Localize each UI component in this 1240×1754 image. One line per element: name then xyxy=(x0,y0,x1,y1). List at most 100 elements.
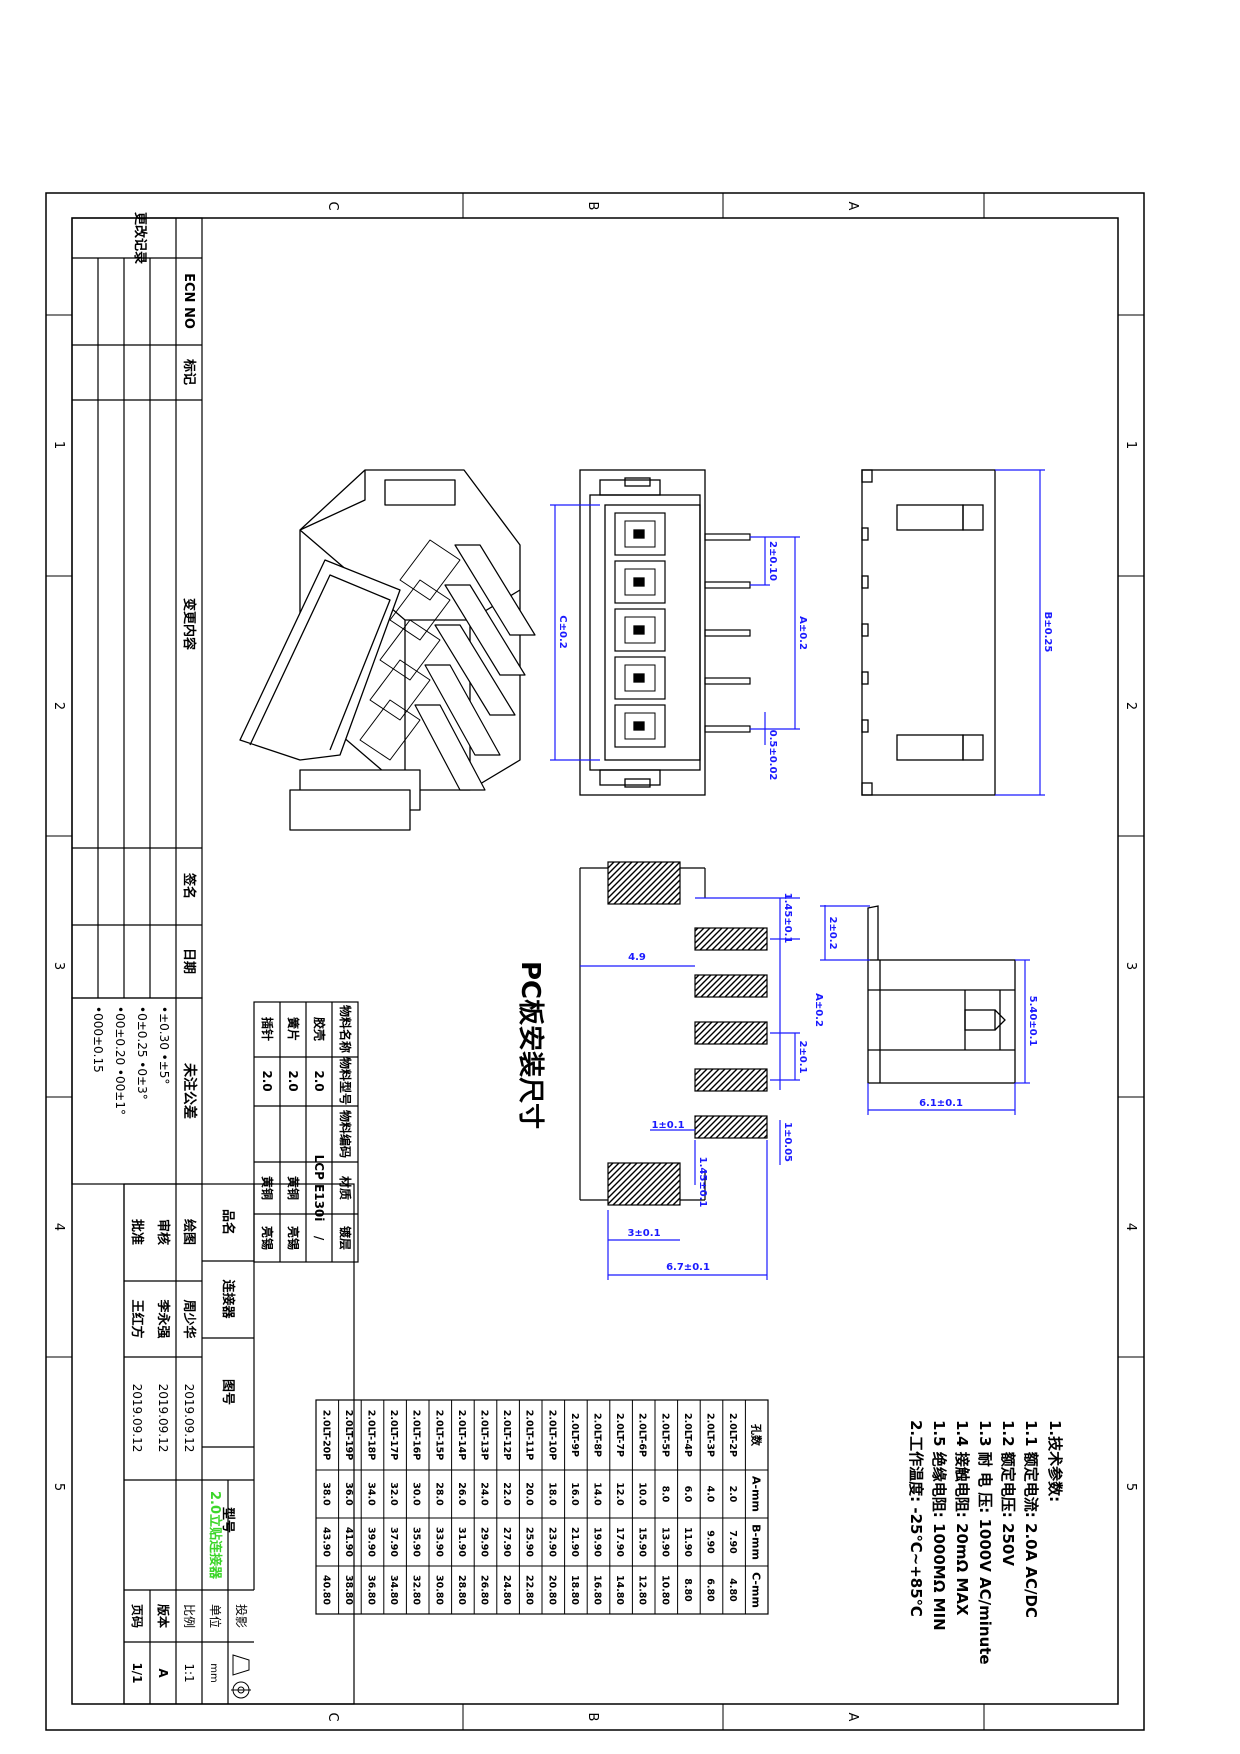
contact-point xyxy=(633,673,645,683)
tech-line-2: 1.2 额定电压: 250V xyxy=(999,1420,1017,1566)
dimension-table: 孔数A-mmB-mmC-mm2.0LT-2P2.07.904.802.0LT-3… xyxy=(315,1399,769,1615)
zone-left-5: 5 xyxy=(51,1483,66,1491)
zone-bottom-1: C xyxy=(325,1712,340,1721)
top-view-pins xyxy=(704,533,751,733)
label-model: 型号 xyxy=(220,1507,236,1533)
dim-table-cell: 4.80 xyxy=(727,1578,738,1602)
label-version: 版本 xyxy=(156,1604,171,1628)
dim-table-cell: 2.0LT-4P xyxy=(682,1413,693,1457)
dim-table-cell: 38.0 xyxy=(320,1482,331,1506)
dim-table-cell: 24.80 xyxy=(501,1575,512,1605)
dim-table-cell: 6.80 xyxy=(705,1578,716,1602)
cavity-slot xyxy=(624,712,656,740)
zone-left-3: 3 xyxy=(51,962,66,970)
contact-point xyxy=(633,577,645,587)
rev-label-content: 变更内容 xyxy=(181,598,197,650)
side-view xyxy=(861,469,996,796)
dim-table-cell: 10.80 xyxy=(659,1575,670,1605)
zone-top-2: B xyxy=(585,202,600,211)
title-block xyxy=(123,1183,355,1705)
dim-table-cell: 29.90 xyxy=(479,1527,490,1557)
dim-table-header: 孔数 xyxy=(750,1424,764,1447)
tech-line-5: 1.5 绝缘电阻: 1000MΩ MIN xyxy=(930,1420,948,1631)
dimension-lines xyxy=(550,469,1045,1280)
dim-table-cell: 8.0 xyxy=(659,1486,670,1503)
dim-table-cell: 12.0 xyxy=(614,1482,625,1506)
unit-value: mm xyxy=(208,1663,219,1682)
dim-table-cell: 33.90 xyxy=(433,1527,444,1557)
contact-point xyxy=(633,625,645,635)
dim-table-cell: 22.0 xyxy=(501,1482,512,1506)
tolerance-line-3: •00±0.20 •00±1° xyxy=(113,1006,127,1115)
dim-table-cell: 32.0 xyxy=(388,1482,399,1506)
dim-table-cell: 36.80 xyxy=(366,1575,377,1605)
dim-table-cell: 18.80 xyxy=(569,1575,580,1605)
material-cell: 亮锡 xyxy=(286,1226,301,1250)
dim-table-cell: 28.0 xyxy=(433,1482,444,1506)
dim-49: 4.9 xyxy=(628,952,646,963)
zone-right-1: 1 xyxy=(1123,441,1138,449)
page-value: 1/1 xyxy=(130,1662,144,1683)
dim-table-cell: 34.80 xyxy=(388,1575,399,1605)
material-header: 物料编码 xyxy=(338,1110,353,1158)
dim-table-cell: 18.0 xyxy=(546,1482,557,1506)
zone-right-4: 4 xyxy=(1123,1223,1138,1231)
pcb-footprint xyxy=(579,861,768,1206)
material-cell: 亮锡 xyxy=(260,1226,275,1250)
dim-a-pcb: A±0.2 xyxy=(813,993,824,1027)
dim-table-cell: 30.80 xyxy=(433,1575,444,1605)
revision-block xyxy=(71,217,203,999)
material-cell: 胶壳 xyxy=(312,1017,327,1041)
dim-table-header: B-mm xyxy=(750,1524,763,1560)
dim-table-cell: 36.0 xyxy=(343,1482,354,1506)
scale-value: 1:1 xyxy=(182,1663,196,1682)
dim-1b: 1±0.05 xyxy=(782,1122,793,1162)
dim-table-cell: 2.0LT-2P xyxy=(727,1413,738,1457)
rev-label-record: 更改记录 xyxy=(132,212,148,264)
rev-label-ecn: ECN NO xyxy=(181,273,196,329)
material-cell: 2.0 xyxy=(286,1070,300,1091)
outer-frame xyxy=(45,192,1145,1731)
dim-table-cell: 2.0LT-13P xyxy=(479,1410,490,1461)
dim-pin: 0.5±0.02 xyxy=(767,730,778,781)
dim-67: 6.7±0.1 xyxy=(666,1262,710,1273)
draw-name: 周少华 xyxy=(181,1299,197,1338)
dim-table-cell: 38.80 xyxy=(343,1575,354,1605)
dim-table-cell: 43.90 xyxy=(320,1527,331,1557)
material-cell: 簧片 xyxy=(286,1017,301,1041)
dim-table-cell: 2.0LT-8P xyxy=(592,1413,603,1457)
dim-c-top: C±0.2 xyxy=(557,615,568,648)
tolerance-line-1: •±0.30 •±5° xyxy=(157,1006,171,1084)
material-cell: 黄铜 xyxy=(286,1176,301,1200)
dim-table-cell: 2.0LT-7P xyxy=(614,1413,625,1457)
dim-table-cell: 17.90 xyxy=(614,1527,625,1557)
dim-145a: 1.45±0.1 xyxy=(782,893,793,944)
dim-table-cell: 2.0LT-11P xyxy=(524,1410,535,1461)
tech-line-1: 1.1 额定电流: 2.0A AC/DC xyxy=(1022,1420,1040,1618)
cavity-slot xyxy=(624,664,656,692)
cavity xyxy=(614,608,666,652)
dim-pitch-top: 2±0.10 xyxy=(767,541,778,581)
dim-table-cell: 6.0 xyxy=(682,1486,693,1503)
dim-table-cell: 2.0LT-15P xyxy=(433,1410,444,1461)
dim-table-cell: 2.0LT-3P xyxy=(705,1413,716,1457)
dim-2: 2±0.2 xyxy=(827,916,838,949)
dim-table-cell: 21.90 xyxy=(569,1527,580,1557)
dim-table-cell: 2.0LT-6P xyxy=(637,1413,648,1457)
projection-symbol-icon xyxy=(231,1654,251,1699)
zone-bottom-3: A xyxy=(845,1713,860,1722)
material-header: 镀层 xyxy=(338,1226,353,1250)
zone-left-4: 4 xyxy=(51,1223,66,1231)
material-cell: 2.0 xyxy=(312,1070,326,1091)
dim-table-cell: 25.90 xyxy=(524,1527,535,1557)
label-unit: 单位 xyxy=(208,1604,223,1628)
approve-name: 王红方 xyxy=(129,1299,145,1338)
dim-table-cell: 13.90 xyxy=(659,1527,670,1557)
dim-table-cell: 20.0 xyxy=(524,1482,535,1506)
material-cell: 插针 xyxy=(260,1017,275,1041)
material-cell: 黄铜 xyxy=(260,1176,275,1200)
dim-table-cell: 35.90 xyxy=(411,1527,422,1557)
model-name: 2.0立贴连接器 xyxy=(207,1491,223,1580)
dim-table-cell: 14.80 xyxy=(614,1575,625,1605)
dim-table-cell: 39.90 xyxy=(366,1527,377,1557)
